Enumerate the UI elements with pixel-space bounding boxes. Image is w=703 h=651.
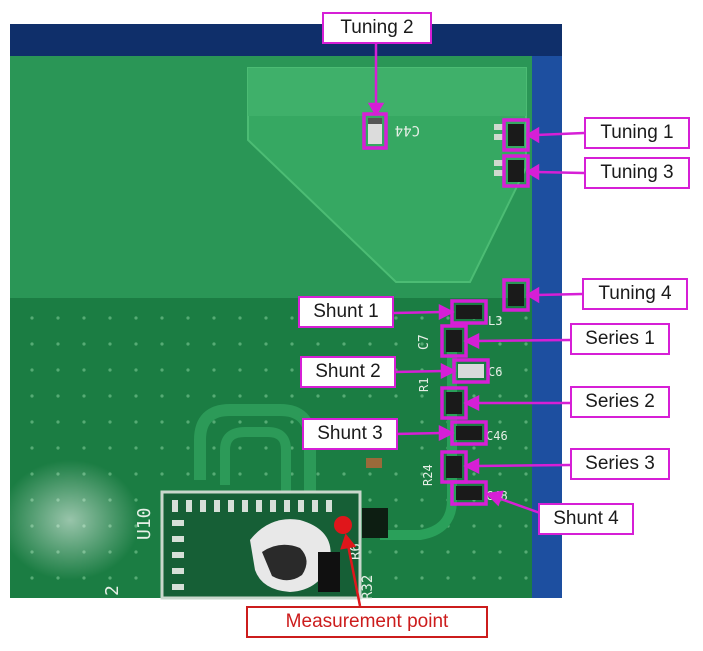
label-tuning-3: Tuning 3	[584, 157, 690, 189]
silk-c7: C7	[417, 334, 432, 350]
comp-tuning-2	[368, 118, 382, 144]
silk-r24: R24	[421, 464, 435, 486]
label-series-3: Series 3	[570, 448, 670, 480]
comp-shunt-1	[456, 305, 482, 319]
measurement-dot	[334, 516, 352, 534]
silk-c46: C46	[486, 429, 508, 443]
comp-tuning-4	[508, 284, 524, 306]
comp-shunt-3	[456, 426, 482, 440]
comp-tuning-1	[508, 124, 524, 146]
silk-r1: R1	[417, 378, 431, 392]
silk-l3: L3	[488, 314, 502, 328]
silk-u10: U10	[134, 507, 155, 540]
label-tuning-4: Tuning 4	[582, 278, 688, 310]
comp-series-3	[446, 456, 462, 478]
comp-shunt-2	[458, 364, 484, 378]
comp-series-1	[446, 330, 462, 352]
comp-shunt-4	[456, 486, 482, 500]
label-shunt-3: Shunt 3	[302, 418, 398, 450]
comp-tuning-3	[508, 160, 524, 182]
label-tuning-2: Tuning 2	[322, 12, 432, 44]
label-shunt-2: Shunt 2	[300, 356, 396, 388]
label-measurement-point: Measurement point	[246, 606, 488, 638]
label-shunt-4: Shunt 4	[538, 503, 634, 535]
antenna-feed-strip	[248, 68, 526, 116]
silk-digit-2: 2	[102, 585, 123, 596]
silk-r32: R32	[360, 575, 376, 600]
label-tuning-1: Tuning 1	[584, 117, 690, 149]
label-series-2: Series 2	[570, 386, 670, 418]
label-shunt-1: Shunt 1	[298, 296, 394, 328]
ic-pads	[172, 500, 332, 590]
marker-shunt-4	[450, 480, 488, 506]
silk-c44: C44	[395, 122, 420, 138]
label-series-1: Series 1	[570, 323, 670, 355]
comp-series-2	[446, 392, 462, 414]
silk-c6: C6	[488, 365, 502, 379]
background-dark-top	[10, 24, 562, 56]
